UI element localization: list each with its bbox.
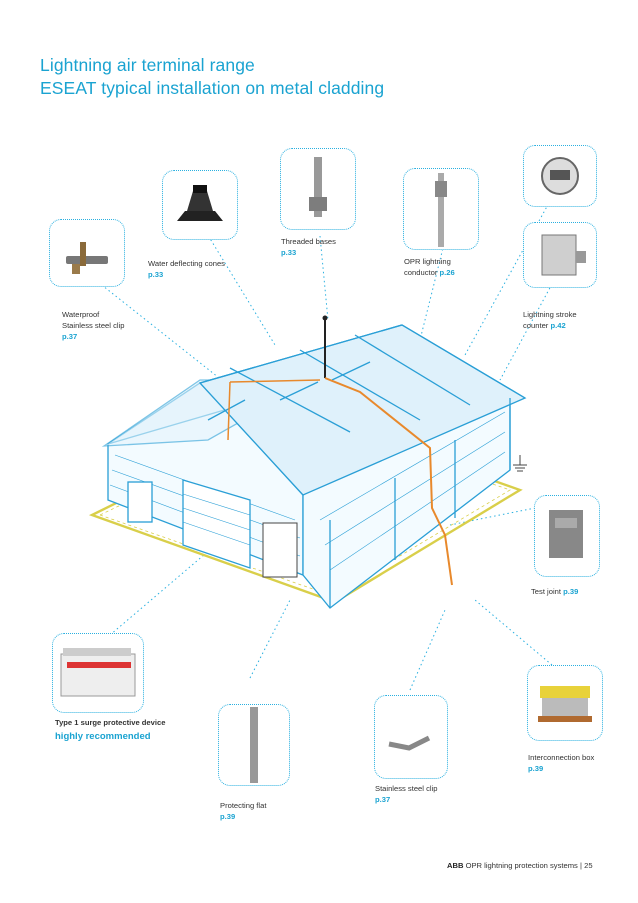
interconnection-box-page: p.39 (528, 764, 544, 773)
down-conductor (324, 377, 453, 586)
protecting-flat-label: Protecting flat p.39 (220, 801, 267, 821)
water-cones-frame (162, 170, 238, 240)
threaded-base-image (309, 157, 327, 217)
test-joint-image (549, 510, 583, 558)
stroke-counter-label: Lightning stroke counter p.42 (523, 310, 577, 330)
stroke-counter-page: p.42 (550, 321, 566, 330)
stainless-clip-label: Stainless steel clip p.37 (375, 784, 438, 804)
protecting-flat-frame (218, 704, 290, 786)
test-joint-page: p.39 (563, 587, 579, 596)
surge-device-image (60, 648, 136, 697)
threaded-bases-frame (280, 148, 356, 230)
page-number: 25 (584, 861, 593, 870)
waterproof-clip-image (66, 242, 108, 274)
test-joint-frame (534, 495, 600, 577)
opr-conductor-page: p.26 (439, 268, 455, 277)
water-cone-image (177, 185, 223, 221)
stainless-clip-image (388, 735, 431, 751)
threaded-bases-page: p.33 (281, 248, 297, 257)
interconnection-box-label: Interconnection box p.39 (528, 753, 595, 773)
stainless-clip-frame (374, 695, 448, 779)
counter-display-image (541, 157, 579, 195)
waterproof-clip-frame (49, 219, 125, 287)
interconnection-box-frame (527, 665, 603, 741)
opr-conductor-image (435, 173, 447, 247)
page-subtitle: ESEAT typical installation on metal clad… (40, 78, 385, 98)
protecting-flat-page: p.39 (220, 812, 236, 821)
surge-device-frame (52, 633, 144, 713)
opr-conductor-label: OPR lightning conductor p.26 (404, 257, 455, 277)
surge-recommendation: highly recommended (55, 731, 151, 742)
counter-display-frame (523, 145, 597, 207)
opr-conductor-frame (403, 168, 479, 250)
threaded-bases-label: Threaded bases p.33 (281, 237, 336, 257)
footer-separator: | (579, 861, 582, 870)
protecting-flat-image (250, 707, 258, 783)
footer-text: OPR lightning protection systems (465, 861, 578, 870)
stroke-counter-frame (523, 222, 597, 288)
building (101, 324, 527, 609)
waterproof-clip-label: Waterproof Stainless steel clip p.37 (62, 310, 125, 341)
test-joint-label: Test joint p.39 (531, 587, 579, 596)
stainless-clip-page: p.37 (375, 795, 391, 804)
page-footer: ABB OPR lightning protection systems | 2… (447, 861, 593, 870)
water-cones-page: p.33 (148, 270, 164, 279)
surge-device-label: Type 1 surge protective device (55, 718, 166, 727)
stroke-counter-image (541, 234, 586, 276)
water-cones-label: Water deflecting cones p.33 (148, 259, 225, 279)
leader-lines (97, 191, 576, 691)
footer-brand: ABB (447, 861, 464, 870)
interconnection-box-image (538, 686, 592, 722)
waterproof-clip-page: p.37 (62, 332, 78, 341)
page-title: Lightning air terminal range (40, 55, 255, 75)
